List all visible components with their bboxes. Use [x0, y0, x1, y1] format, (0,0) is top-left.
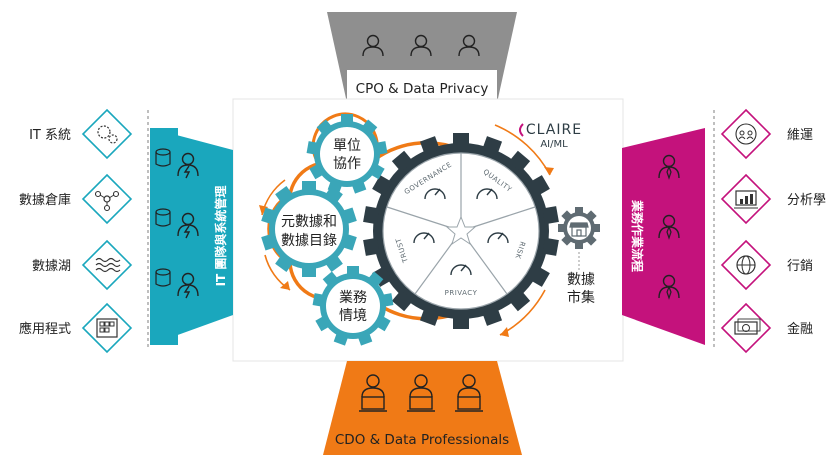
- app-grid-icon: [96, 318, 118, 338]
- claire-logo: [519, 123, 524, 137]
- top-funnel: [327, 12, 517, 103]
- left-item-applications: 應用程式: [19, 321, 71, 337]
- claire-sub: AI/ML: [540, 139, 568, 150]
- waves-icon: [95, 257, 121, 273]
- database-icon: [155, 148, 171, 167]
- money-icon: [734, 318, 761, 335]
- gauge-icon: [424, 188, 446, 200]
- left-diamonds: [81, 108, 133, 354]
- gear-business-line1: 業務: [339, 290, 367, 306]
- marketplace-line1: 數據: [567, 272, 595, 288]
- store-icon: [569, 222, 589, 237]
- left-item-data-lake: 數據湖: [32, 259, 71, 274]
- gear-meta-line2: 數據目錄: [281, 233, 337, 249]
- bottom-funnel-label: CDO & Data Professionals: [335, 432, 509, 448]
- big-gear: GOVERNANCE QUALITY RISK PRIVACY TRUST: [363, 133, 559, 329]
- gear-meta: [261, 181, 357, 277]
- segment-label-privacy: PRIVACY: [445, 289, 478, 297]
- marketplace-gear: [558, 207, 600, 249]
- left-panel-label: IT 團隊與系統管理: [213, 186, 228, 287]
- right-item-analytics: 分析學: [787, 193, 826, 208]
- globe-icon: [736, 255, 756, 275]
- gear-business: [312, 266, 394, 346]
- marketplace-line2: 市集: [567, 289, 595, 306]
- gears-icon: [97, 125, 118, 144]
- claire-name: CLAIRE: [526, 122, 582, 138]
- people-cycle-icon: [735, 123, 757, 145]
- right-item-operations: 維運: [787, 128, 813, 143]
- gauge-icon: [450, 264, 472, 276]
- database-icon: [155, 268, 171, 287]
- left-item-data-warehouse: 數據倉庫: [19, 193, 71, 208]
- network-icon: [94, 190, 120, 212]
- gauge-icon: [413, 232, 435, 244]
- database-icon: [155, 208, 171, 227]
- top-funnel-label: CPO & Data Privacy: [356, 81, 489, 97]
- gear-unit: [306, 114, 388, 194]
- right-item-finance: 金融: [787, 321, 813, 337]
- right-panel-label: 業務作業流程: [630, 199, 645, 272]
- gear-unit-line2: 協作: [333, 156, 361, 172]
- gauge-icon: [487, 232, 509, 244]
- gauge-icon: [476, 188, 498, 200]
- left-panel: [150, 128, 233, 345]
- bottom-funnel: [323, 361, 522, 455]
- right-diamonds: [720, 108, 772, 354]
- left-item-it-systems: IT 系統: [29, 128, 71, 143]
- right-panel: [622, 128, 705, 345]
- gear-meta-line1: 元數據和: [281, 214, 337, 230]
- flow-arrows: [259, 124, 554, 337]
- gear-unit-line1: 單位: [333, 138, 361, 154]
- gear-business-line2: 情境: [339, 308, 367, 324]
- chart-icon: [734, 190, 758, 209]
- right-item-marketing: 行銷: [787, 258, 813, 274]
